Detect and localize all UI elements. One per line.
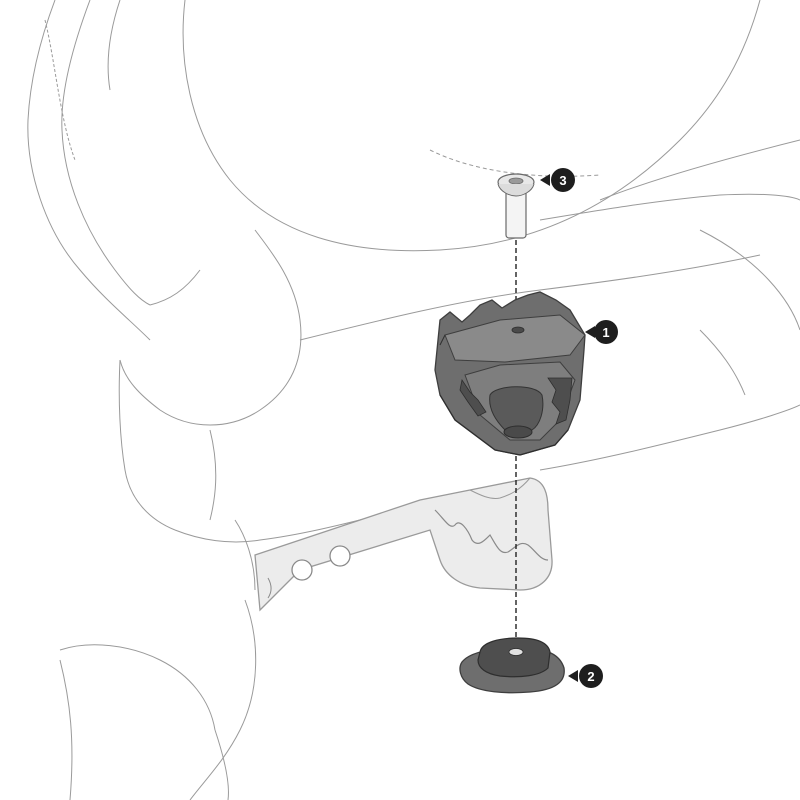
callout-number: 2 (587, 669, 594, 684)
callout-number: 3 (559, 173, 566, 188)
callout-number: 1 (602, 325, 609, 340)
callout-2: 2 (568, 664, 603, 688)
motorcycle-outline (27, 0, 800, 800)
callout-3: 3 (540, 168, 575, 192)
callout-1: 1 (585, 320, 618, 344)
screw-part (497, 173, 535, 239)
nut-plate-part (459, 637, 565, 694)
brake-pedal-arm (254, 477, 553, 612)
pedal-hole (329, 545, 351, 567)
step-plate-part (434, 291, 586, 456)
pedal-hole (291, 559, 313, 581)
